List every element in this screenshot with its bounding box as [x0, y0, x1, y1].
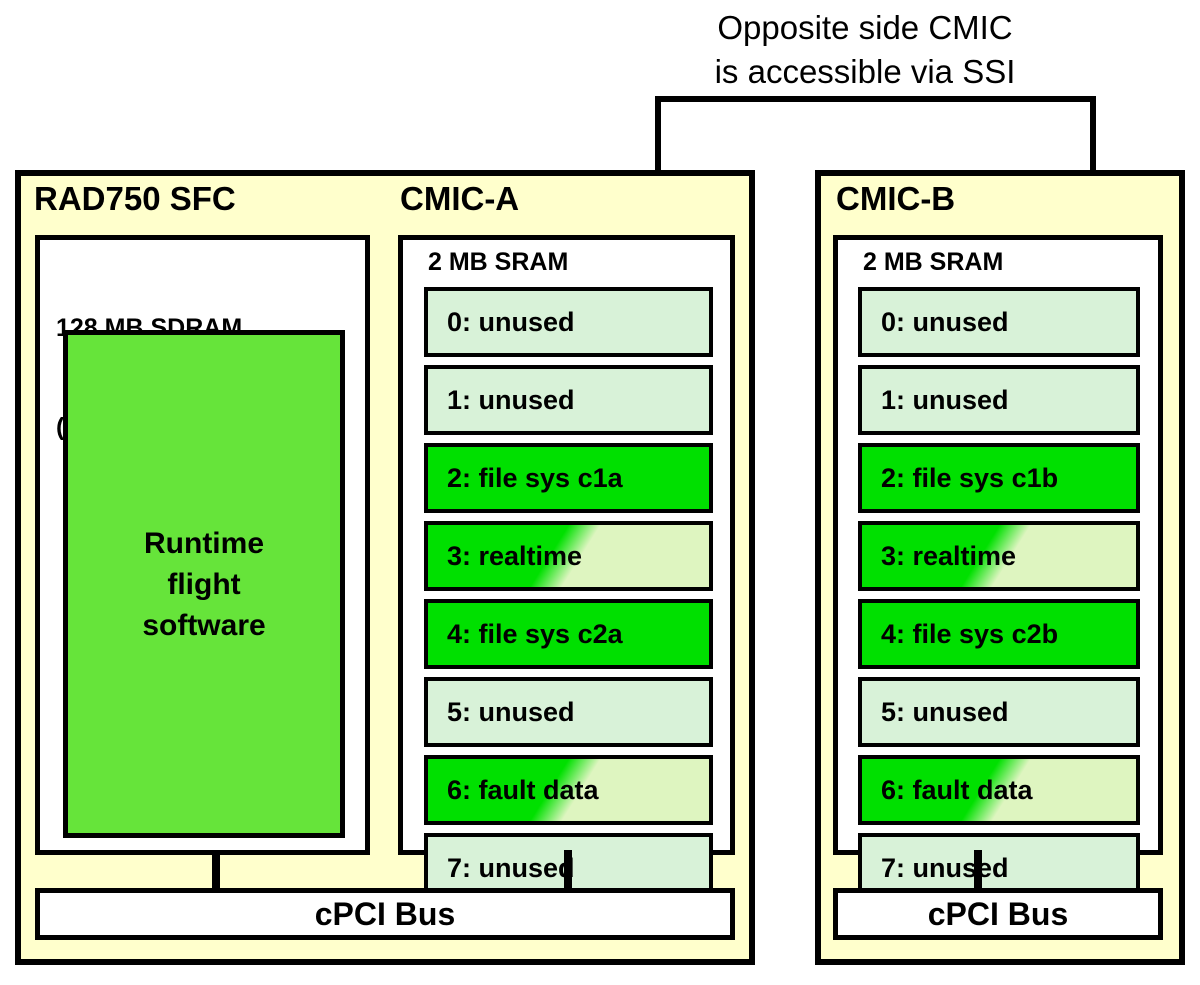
bank-label: 2: file sys c1a — [447, 462, 623, 493]
memory-bank: 0: unused — [858, 287, 1140, 357]
bank-label: 0: unused — [881, 306, 1009, 337]
memory-bank: 2: file sys c1a — [424, 443, 713, 513]
cpci-bus-left: cPCI Bus — [35, 888, 735, 940]
memory-bank: 1: unused — [858, 365, 1140, 435]
bank-label: 4: file sys c2b — [881, 618, 1059, 649]
ssi-annotation: Opposite side CMIC is accessible via SSI — [565, 6, 1165, 94]
bank-label: 3: realtime — [447, 540, 583, 571]
runtime-flight-software-box: Runtime flight software — [63, 330, 345, 838]
ssi-bracket-right-leg-line — [1090, 96, 1096, 238]
memory-bank: 5: unused — [424, 677, 713, 747]
bank-label: 7: unused — [881, 852, 1009, 883]
ssi-bracket-horizontal-line — [655, 96, 1096, 102]
bank-label: 6: fault data — [447, 774, 599, 805]
memory-bank: 4: file sys c2b — [858, 599, 1140, 669]
cmic-b-bus-connector-line — [974, 850, 982, 890]
memory-bank: 1: unused — [424, 365, 713, 435]
bank-label: 1: unused — [881, 384, 1009, 415]
memory-bank: 6: fault data — [858, 755, 1140, 825]
bank-label: 2: file sys c1b — [881, 462, 1059, 493]
rad750-sfc-title: RAD750 SFC — [34, 180, 236, 217]
runtime-label-line3: software — [142, 608, 266, 642]
cmic-b-title: CMIC-B — [836, 180, 956, 217]
ssi-bracket-left-leg-line — [655, 96, 661, 238]
memory-bank: 4: file sys c2a — [424, 599, 713, 669]
cpci-bus-right-label: cPCI Bus — [927, 895, 1069, 932]
memory-bank: 3: realtime — [858, 521, 1140, 591]
memory-bank: 3: realtime — [424, 521, 713, 591]
cpci-bus-right: cPCI Bus — [833, 888, 1163, 940]
cmic-a-title: CMIC-A — [400, 180, 520, 217]
sdram-bus-connector-line — [212, 850, 220, 890]
runtime-label-line2: flight — [167, 567, 241, 601]
bank-label: 4: file sys c2a — [447, 618, 623, 649]
memory-bank: 6: fault data — [424, 755, 713, 825]
bank-label: 3: realtime — [881, 540, 1017, 571]
bank-label: 0: unused — [447, 306, 575, 337]
cmic-a-bus-connector-line — [564, 850, 572, 890]
bank-label: 1: unused — [447, 384, 575, 415]
cpci-bus-left-label: cPCI Bus — [314, 895, 456, 932]
bank-label: 5: unused — [881, 696, 1009, 727]
cmic-b-bank-list: 0: unused 1: unused 2: file sys c1b 3: r… — [858, 287, 1140, 903]
cmic-a-bank-list: 0: unused 1: unused 2: file sys c1a 3: r… — [424, 287, 713, 903]
runtime-label-line1: Runtime — [144, 526, 264, 560]
bank-label: 7: unused — [447, 852, 575, 883]
cmic-a-sram-label: 2 MB SRAM — [428, 248, 569, 276]
bank-label: 6: fault data — [881, 774, 1033, 805]
ssi-annotation-line1: Opposite side CMIC — [717, 9, 1013, 46]
cmic-b-sram-label: 2 MB SRAM — [863, 248, 1004, 276]
memory-bank: 2: file sys c1b — [858, 443, 1140, 513]
memory-bank: 5: unused — [858, 677, 1140, 747]
memory-bank: 0: unused — [424, 287, 713, 357]
bank-label: 5: unused — [447, 696, 575, 727]
ssi-annotation-line2: is accessible via SSI — [714, 53, 1016, 90]
